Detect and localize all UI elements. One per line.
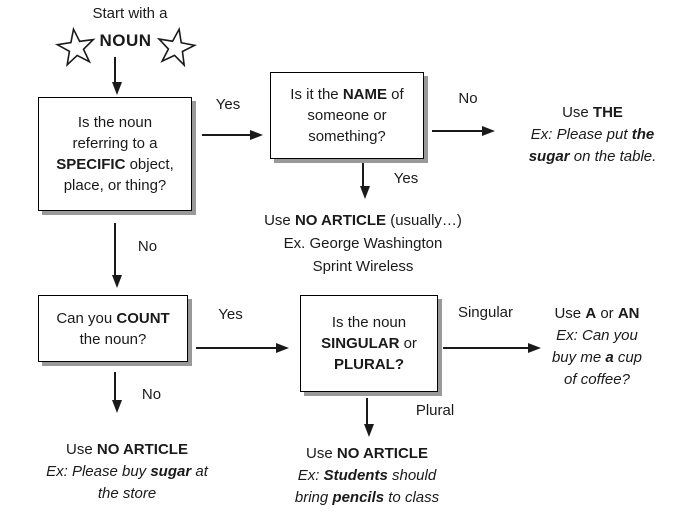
outcome-line: Ex: Please put the	[530, 126, 655, 143]
box-singular-plural-line: PLURAL?	[334, 356, 404, 373]
outcome-line: Use NO ARTICLE (usually…)	[264, 212, 462, 229]
outcome-line: buy me a cup	[551, 349, 643, 366]
star-right-icon	[156, 26, 197, 68]
label-name-no: No	[458, 90, 478, 107]
outcome-line: Ex: Please buy sugar at	[46, 463, 208, 480]
label-specific-yes: Yes	[215, 96, 241, 113]
box-specific-line: SPECIFIC object,	[56, 156, 174, 173]
outcome-line: Use NO ARTICLE	[306, 445, 428, 462]
outcome-use-the: Use THE Ex: Please put the sugar on the …	[515, 102, 670, 168]
label-name-yes: Yes	[393, 170, 419, 187]
outcome-line: the store	[97, 485, 157, 502]
start-with-a-label: Start with a	[92, 5, 168, 22]
outcome-line: sugar on the table.	[528, 148, 657, 165]
arrow-count-no	[111, 372, 122, 413]
box-count-line: Can you COUNT	[56, 309, 170, 327]
outcome-a-or-an: Use A or AN Ex: Can you buy me a cup of …	[523, 303, 671, 391]
box-name-line: someone or	[307, 107, 387, 124]
outcome-no-article-plural: Use NO ARTICLE Ex: Students should bring…	[252, 443, 482, 509]
outcome-line: Use A or AN	[554, 305, 640, 322]
box-count: Can you COUNT the noun?	[38, 295, 188, 362]
box-name-line: Is it the NAME of	[290, 86, 404, 103]
box-singular-plural: Is the noun SINGULAR or PLURAL?	[300, 295, 438, 392]
outcome-line: of coffee?	[564, 371, 630, 388]
arrow-name-no	[432, 125, 495, 136]
outcome-line: Use THE	[562, 104, 623, 121]
outcome-line: Sprint Wireless	[312, 258, 414, 275]
arrow-specific-no	[111, 223, 122, 288]
outcome-line: Ex: Students should	[297, 467, 437, 484]
box-singular-plural-line: Is the noun	[331, 314, 407, 331]
box-name: Is it the NAME of someone or something?	[270, 72, 424, 159]
arrow-name-yes	[359, 163, 370, 199]
arrow-noun-down	[111, 57, 122, 95]
outcome-no-article-uncountable: Use NO ARTICLE Ex: Please buy sugar at t…	[22, 439, 232, 505]
outcome-line: bring pencils to class	[294, 489, 440, 506]
outcome-no-article-names: Use NO ARTICLE (usually…) Ex. George Was…	[238, 209, 488, 278]
label-count-no: No	[141, 386, 162, 403]
box-specific-line: referring to a	[72, 135, 158, 152]
arrow-singular	[443, 342, 541, 353]
label-plural: Plural	[415, 402, 455, 419]
box-specific: Is the noun referring to a SPECIFIC obje…	[38, 97, 192, 211]
arrow-count-yes	[196, 342, 289, 353]
outcome-line: Ex: Can you	[556, 327, 638, 344]
noun-label: NOUN	[99, 31, 152, 50]
label-singular: Singular	[457, 304, 514, 321]
arrow-plural	[363, 398, 374, 437]
label-specific-no: No	[137, 238, 158, 255]
box-specific-line: place, or thing?	[63, 177, 167, 194]
star-left-icon	[55, 26, 96, 67]
box-singular-plural-line: SINGULAR or	[321, 335, 417, 352]
outcome-line: Use NO ARTICLE	[66, 441, 188, 458]
box-specific-line: Is the noun	[77, 114, 153, 131]
box-name-line: something?	[308, 128, 386, 145]
label-count-yes: Yes	[218, 306, 243, 323]
outcome-line: Ex. George Washington	[283, 235, 443, 252]
arrow-specific-yes	[202, 129, 263, 140]
box-count-line: the noun?	[79, 330, 147, 348]
